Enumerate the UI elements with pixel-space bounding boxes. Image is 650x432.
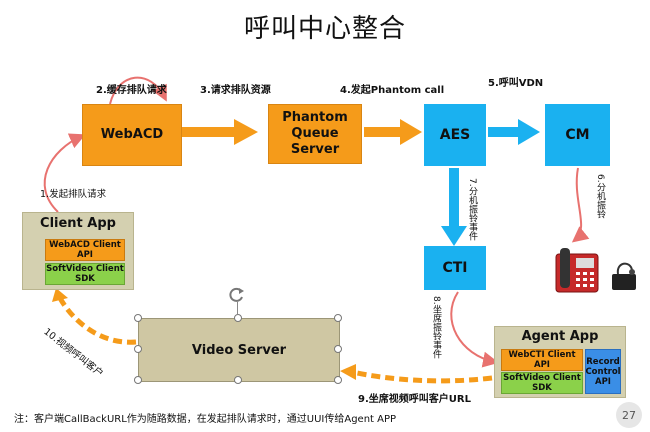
client-softvideo-sdk: SoftVideo Client SDK: [45, 263, 125, 285]
resize-handle[interactable]: [334, 376, 342, 384]
step-2-label: 2.缓存排队请求: [96, 85, 167, 96]
step-3-label: 3.请求排队资源: [200, 85, 271, 96]
webacd-client-api: WebACD Client API: [45, 239, 125, 261]
footnote: 注：客户端CallBackURL作为随路数据，在发起排队请求时，通过UUI传给A…: [14, 414, 397, 425]
arrow-aes-to-cm: [488, 119, 540, 145]
video-server-node[interactable]: Video Server: [138, 318, 340, 382]
cm-node: CM: [545, 104, 610, 166]
resize-handle[interactable]: [134, 376, 142, 384]
step-1-label: 1.发起排队请求: [40, 189, 107, 200]
webacd-node: WebACD: [82, 104, 182, 166]
page-title: 呼叫中心整合: [243, 14, 406, 44]
agent-app-panel: Agent App WebCTI Client API SoftVideo Cl…: [494, 326, 626, 398]
resize-handle[interactable]: [334, 345, 342, 353]
aes-label: AES: [439, 127, 471, 143]
client-app-panel: Client App WebACD Client API SoftVideo C…: [22, 212, 134, 290]
curve-cm-to-phone: [571, 167, 590, 243]
resize-handle[interactable]: [134, 314, 142, 322]
resize-handle[interactable]: [134, 345, 142, 353]
record-control-api: Record Control API: [585, 349, 621, 394]
cm-label: CM: [565, 127, 590, 143]
rotate-handle-icon[interactable]: [228, 286, 246, 304]
cti-node: CTI: [424, 246, 486, 290]
step-7-label: 7.分机振铃事件: [467, 178, 477, 241]
step-5-label: 5.呼叫VDN: [488, 78, 544, 89]
rotate-handle-stem: [237, 302, 238, 314]
page-number: 27: [616, 402, 642, 428]
phantom-label: Phantom Queue Server: [282, 110, 348, 157]
cti-label: CTI: [442, 260, 468, 276]
resize-handle[interactable]: [234, 314, 242, 322]
headset-icon: [612, 262, 636, 290]
video-server-label: Video Server: [191, 342, 287, 358]
webcti-client-api: WebCTI Client API: [501, 349, 583, 371]
curve-cti-to-agent: [450, 291, 499, 368]
phantom-queue-server-node: Phantom Queue Server: [268, 104, 362, 164]
resize-handle[interactable]: [234, 376, 242, 384]
dashed-agent-to-video: [351, 369, 493, 384]
step-8-label: 8.坐席振铃事件: [431, 296, 441, 359]
curve-client-to-webacd: [43, 133, 86, 213]
arrow-phantom-to-aes: [364, 119, 422, 145]
agent-softvideo-sdk: SoftVideo Client SDK: [501, 372, 583, 394]
resize-handle[interactable]: [334, 314, 342, 322]
agent-app-title: Agent App: [521, 329, 599, 344]
arrow-webacd-to-phantom: [182, 119, 258, 145]
dashed-video-to-client: [57, 296, 137, 345]
step-4-label: 4.发起Phantom call: [340, 85, 445, 96]
desk-phone-icon: [555, 248, 599, 293]
client-app-title: Client App: [40, 216, 116, 231]
webacd-label: WebACD: [100, 127, 164, 142]
arrow-aes-to-cti: [441, 168, 467, 246]
step-6-label: 6.分机振铃: [595, 174, 605, 219]
aes-node: AES: [424, 104, 486, 166]
step-9-label: 9.坐席视频呼叫客户URL: [358, 394, 471, 405]
curve-cache-loop: [109, 76, 167, 105]
